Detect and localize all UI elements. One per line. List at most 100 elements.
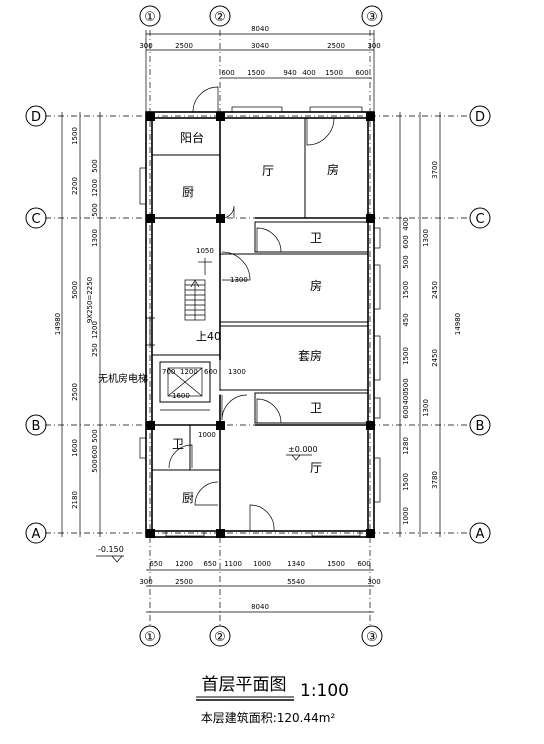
dim-right-sub-400b: 400 bbox=[402, 391, 410, 404]
axis-label-right-D: D bbox=[475, 110, 485, 125]
dim-bot-sub-1200: 1200 bbox=[175, 560, 193, 568]
room-label-kitchen-bottom: 厨 bbox=[182, 491, 194, 505]
dim-left-2500: 2500 bbox=[71, 383, 79, 401]
dim-right-sub-1500a: 1500 bbox=[402, 281, 410, 299]
dim-bot-5540: 5540 bbox=[287, 578, 305, 586]
dim-bottom bbox=[146, 569, 374, 613]
ground-level-label: -0.150 bbox=[98, 545, 124, 554]
dim-right-sub-500b: 500 bbox=[402, 378, 410, 391]
axis-bubbles-right: D C B A bbox=[469, 105, 491, 544]
dim-right-3780: 3780 bbox=[431, 471, 439, 489]
dim-left-sub-1200b: 1200 bbox=[91, 321, 99, 339]
structural-columns bbox=[146, 112, 375, 538]
stair-rise-label: 9X250=2250 bbox=[86, 277, 94, 323]
dim-left-2180: 2180 bbox=[71, 491, 79, 509]
room-label-room-top: 房 bbox=[327, 162, 339, 177]
room-label-hall-bottom: 厅 bbox=[310, 461, 322, 475]
axis-bubbles-left: D C B A bbox=[25, 105, 47, 544]
axis-label-bottom-3: ③ bbox=[366, 630, 378, 645]
dim-right-2450b: 2450 bbox=[431, 349, 439, 367]
dim-top bbox=[145, 30, 375, 112]
dim-left bbox=[61, 112, 101, 537]
dim-top-sub-1500b: 1500 bbox=[325, 69, 343, 77]
dim-left-1500: 1500 bbox=[71, 127, 79, 145]
elev-dim-1200: 1200 bbox=[180, 368, 198, 376]
dim-right-sub-1000: 1000 bbox=[402, 507, 410, 525]
drawing-title: 首层平面图 bbox=[202, 675, 287, 695]
stair bbox=[184, 258, 212, 321]
dim-top-sub-600b: 600 bbox=[355, 69, 368, 77]
axis-label-left-B: B bbox=[32, 419, 41, 434]
dim-right-total: 14980 bbox=[454, 313, 462, 335]
dim-right-sub-400a: 400 bbox=[402, 217, 410, 230]
dim-bot-sub-1340: 1340 bbox=[287, 560, 305, 568]
axis-label-bottom-1: ① bbox=[144, 630, 156, 645]
room-label-bath-2: 卫 bbox=[310, 401, 322, 415]
elev-dim-700: 700 bbox=[162, 368, 175, 376]
dim-right-sub-1300b: 1300 bbox=[422, 399, 430, 417]
elevator-label: 无机房电梯 bbox=[98, 372, 148, 385]
dim-bot-sub-650a: 650 bbox=[149, 560, 162, 568]
exterior-walls bbox=[145, 111, 375, 538]
dim-left-sub-1200a: 1200 bbox=[91, 179, 99, 197]
axis-label-right-A: A bbox=[476, 527, 485, 542]
dim-top-2500b: 2500 bbox=[327, 42, 345, 50]
room-label-bath-1: 卫 bbox=[310, 231, 322, 245]
doors bbox=[145, 86, 335, 532]
axis-label-top-1: ① bbox=[144, 10, 156, 25]
dim-top-300a: 300 bbox=[139, 42, 152, 50]
dim-bot-300a: 300 bbox=[139, 578, 152, 586]
landing-label: 1300 bbox=[230, 276, 248, 284]
dim-right-2450a: 2450 bbox=[431, 281, 439, 299]
axis-label-top-2: ② bbox=[214, 10, 226, 25]
elev-1600-label: 1600 bbox=[172, 392, 190, 400]
dim-left-5000: 5000 bbox=[71, 281, 79, 299]
dim-bot-2500: 2500 bbox=[175, 578, 193, 586]
dim-bot-sub-600: 600 bbox=[357, 560, 370, 568]
interior-walls bbox=[152, 118, 369, 530]
landing-label-2: 1300 bbox=[228, 368, 246, 376]
dim-bot-300b: 300 bbox=[367, 578, 380, 586]
axis-bubbles-top: ① ② ③ bbox=[139, 5, 383, 27]
room-label-hall-top: 厅 bbox=[262, 164, 274, 178]
dim-right-sub-500a: 500 bbox=[402, 255, 410, 268]
axis-label-right-B: B bbox=[476, 419, 485, 434]
dim-left-sub-500a: 500 bbox=[91, 159, 99, 172]
dim-left-sub-1300: 1300 bbox=[91, 229, 99, 247]
dim-top-sub-940: 940 bbox=[283, 69, 296, 77]
axis-label-top-3: ③ bbox=[366, 10, 378, 25]
axis-label-right-C: C bbox=[475, 212, 484, 227]
dim-right-sub-1300a: 1300 bbox=[422, 229, 430, 247]
stair-up-label: 上40 bbox=[196, 330, 221, 343]
windows bbox=[139, 106, 381, 537]
axis-label-bottom-2: ② bbox=[214, 630, 226, 645]
floor-level-label: ±0.000 bbox=[288, 445, 318, 454]
dim-left-2200: 2200 bbox=[71, 177, 79, 195]
dim-right-sub-450: 450 bbox=[402, 313, 410, 326]
dim-right-3700: 3700 bbox=[431, 161, 439, 179]
dim-right-sub-600a: 600 bbox=[402, 235, 410, 248]
axis-bubbles-bottom: ① ② ③ bbox=[139, 625, 383, 647]
dim-bot-sub-650b: 650 bbox=[203, 560, 216, 568]
dim-top-total: 8040 bbox=[251, 25, 269, 33]
dim-top-sub-1500a: 1500 bbox=[247, 69, 265, 77]
dim-top-300b: 300 bbox=[367, 42, 380, 50]
dim-bot-sub-1000: 1000 bbox=[253, 560, 271, 568]
dim-right bbox=[399, 112, 441, 537]
dim-left-sub-500d: 500 bbox=[91, 459, 99, 472]
room-label-room-mid: 房 bbox=[310, 278, 322, 293]
room-label-balcony: 阳台 bbox=[180, 130, 204, 145]
axis-label-left-D: D bbox=[31, 110, 41, 125]
elev-dim-600: 600 bbox=[204, 368, 217, 376]
dim-left-sub-600: 600 bbox=[91, 445, 99, 458]
dim-left-total: 14980 bbox=[54, 313, 62, 335]
dim-right-sub-1500b: 1500 bbox=[402, 347, 410, 365]
dim-right-sub-1500c: 1500 bbox=[402, 473, 410, 491]
dim-right-sub-600b: 600 bbox=[402, 405, 410, 418]
dim-right-sub-1280: 1280 bbox=[402, 437, 410, 455]
room-label-kitchen-top: 厨 bbox=[182, 185, 194, 199]
dim-bot-sub-1500: 1500 bbox=[327, 560, 345, 568]
dim-left-sub-250: 250 bbox=[91, 343, 99, 356]
axis-label-left-A: A bbox=[32, 527, 41, 542]
